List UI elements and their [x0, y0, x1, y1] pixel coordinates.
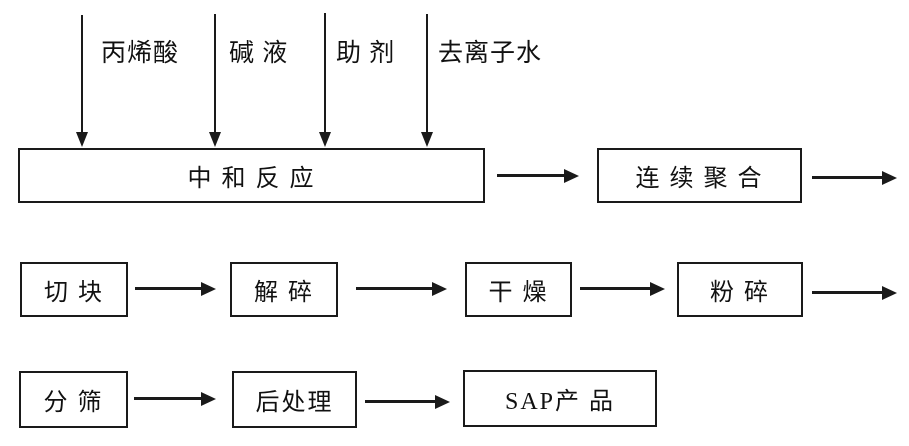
- arrow-cutting-to-crushing: [135, 287, 201, 290]
- process-box-drying: 干 燥: [465, 262, 572, 317]
- arrow-down-acrylic-acid: [81, 15, 83, 132]
- input-label-acrylic-acid: 丙烯酸: [101, 40, 180, 67]
- process-box-neutralization: 中 和 反 应: [18, 148, 485, 203]
- arrow-crushing-to-drying: [356, 287, 432, 290]
- process-box-pulverizing: 粉 碎: [677, 262, 803, 317]
- process-box-cutting: 切 块: [20, 262, 128, 317]
- input-label-alkali-solution: 碱 液: [229, 40, 289, 67]
- arrow-down-auxiliary-agent: [324, 13, 326, 132]
- process-box-crushing: 解 碎: [230, 262, 338, 317]
- arrow-drying-to-pulverizing: [580, 287, 650, 290]
- process-box-sap-product: SAP产 品: [463, 370, 657, 427]
- arrow-down-alkali-solution: [214, 14, 216, 132]
- process-box-post-processing: 后处理: [232, 371, 357, 428]
- arrow-neutralization-to-polymerization: [497, 174, 564, 177]
- arrow-sieving-to-postprocessing: [134, 397, 201, 400]
- arrow-pulverizing-continue: [812, 291, 882, 294]
- process-box-sieving: 分 筛: [19, 371, 128, 428]
- process-box-polymerization: 连 续 聚 合: [597, 148, 802, 203]
- input-label-deionized-water: 去离子水: [438, 40, 543, 67]
- arrow-down-deionized-water: [426, 14, 428, 132]
- arrow-polymerization-continue: [812, 176, 882, 179]
- arrow-postprocessing-to-sap-product: [365, 400, 435, 403]
- input-label-auxiliary-agent: 助 剂: [336, 40, 396, 67]
